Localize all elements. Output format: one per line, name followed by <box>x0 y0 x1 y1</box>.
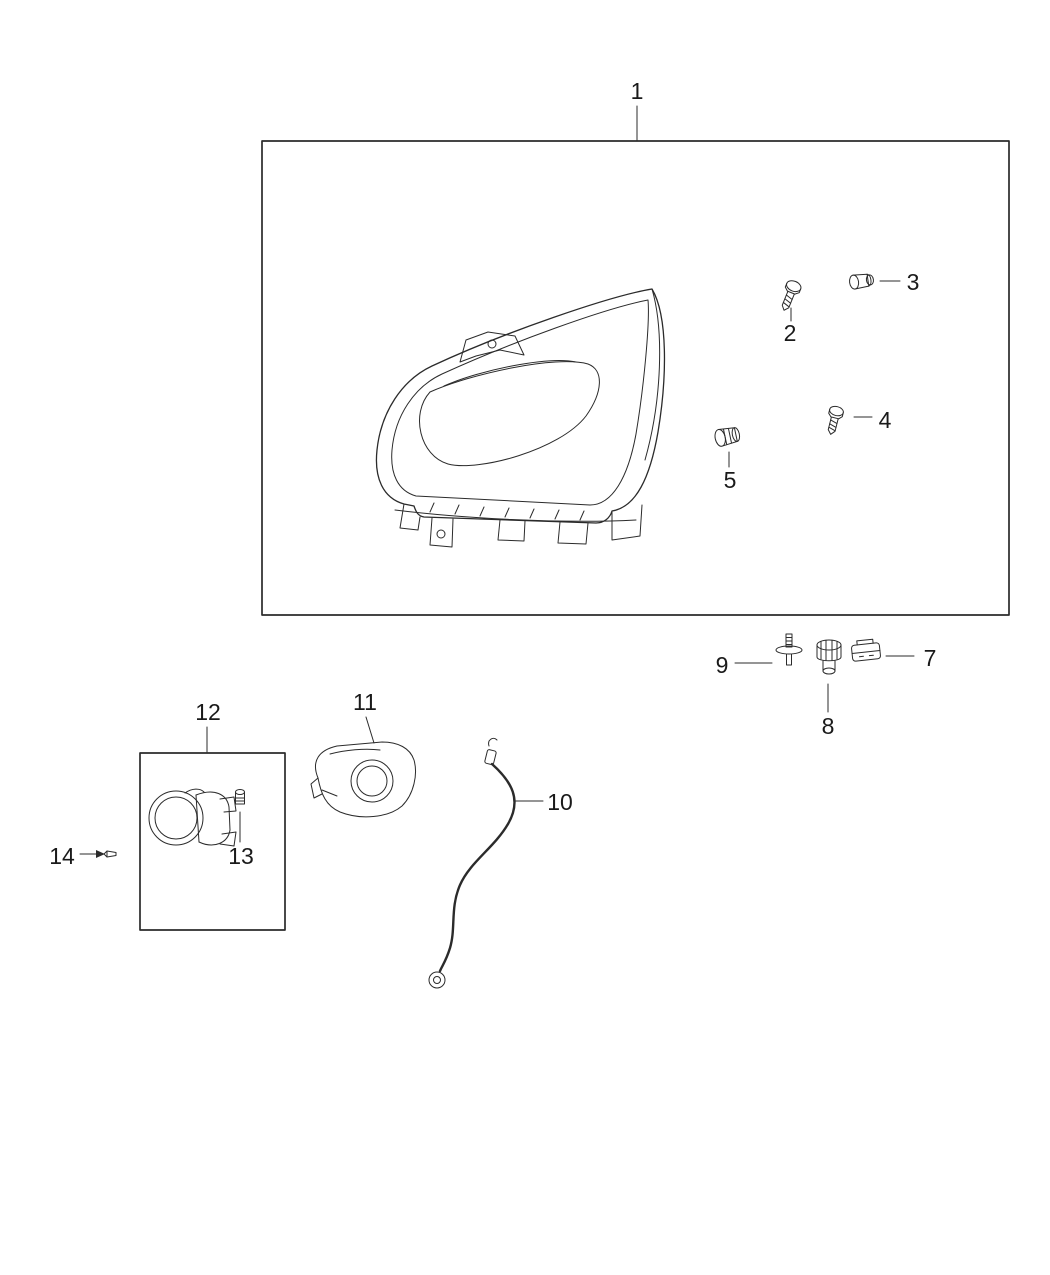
part-3-nut: 3 <box>849 269 920 295</box>
connector-icon <box>851 638 881 662</box>
part-10-wiring: 10 <box>428 737 573 989</box>
callout-label-13: 13 <box>228 843 254 869</box>
wiring-harness-drawing <box>428 737 516 989</box>
callout-label-1: 1 <box>631 78 644 104</box>
callout-label-7: 7 <box>924 645 937 671</box>
part-4-screw: 4 <box>827 405 892 435</box>
tiny-screw-icon <box>103 850 117 858</box>
fog-lamp-drawing <box>148 788 237 847</box>
small-bulb-icon <box>235 789 245 805</box>
part-9-push-pin: 9 <box>716 633 803 678</box>
callout-label-12: 12 <box>195 699 221 725</box>
push-pin-icon <box>775 633 803 666</box>
fog-lamp-bounding-box <box>139 752 286 931</box>
part-14-screw: 14 <box>49 843 117 869</box>
callout-label-5: 5 <box>724 467 737 493</box>
callout-label-14: 14 <box>49 843 75 869</box>
bracket-drawing <box>310 741 416 818</box>
bulb-icon <box>714 427 741 447</box>
assembly-bounding-box <box>261 140 1010 616</box>
screw-icon <box>827 405 844 435</box>
socket-icon <box>816 639 842 675</box>
callout-label-9: 9 <box>716 652 729 678</box>
part-13-bulb: 13 <box>228 789 254 869</box>
headlamp-assembly-drawing <box>375 288 666 548</box>
part-12-fog-lamp: 12 13 <box>139 699 286 931</box>
part-8-socket: 8 <box>816 639 842 739</box>
part-5-bulb: 5 <box>714 427 741 493</box>
nut-icon <box>849 273 874 290</box>
part-1-headlamp-assembly: 1 <box>261 78 1010 616</box>
part-7-connector: 7 <box>851 638 937 671</box>
part-11-bracket: 11 <box>310 689 416 818</box>
callout-label-3: 3 <box>907 269 920 295</box>
leader-arrow-14 <box>96 850 105 858</box>
screw-icon <box>781 280 802 311</box>
callout-label-10: 10 <box>547 789 573 815</box>
callout-label-2: 2 <box>784 320 797 346</box>
callout-label-4: 4 <box>879 407 892 433</box>
part-2-screw: 2 <box>781 280 802 346</box>
callout-label-11: 11 <box>353 689 377 715</box>
callout-label-8: 8 <box>822 713 835 739</box>
leader-line-11 <box>365 716 375 744</box>
